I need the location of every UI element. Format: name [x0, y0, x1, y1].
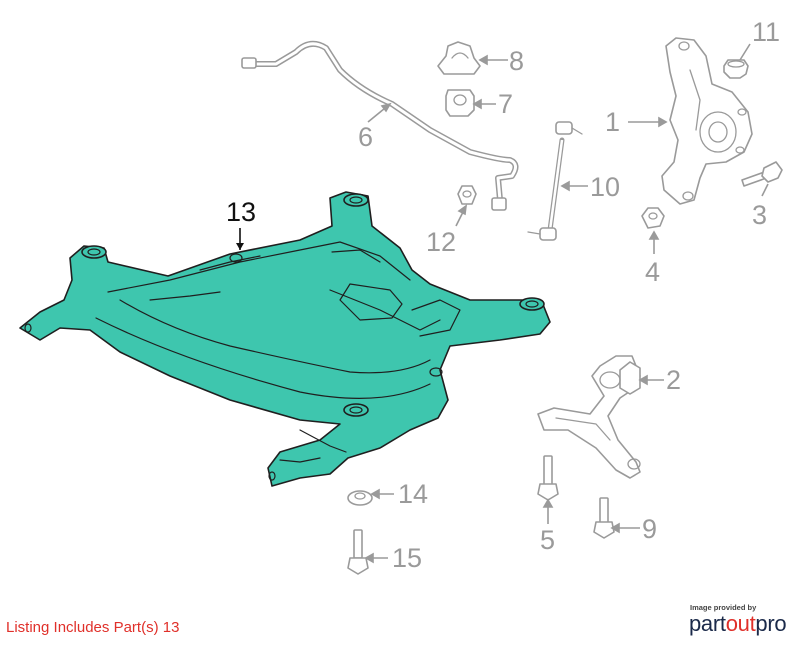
washer-part[interactable]: [347, 490, 373, 506]
image-credit: Image provided by: [690, 603, 757, 612]
listing-note: Listing Includes Part(s) 13: [6, 619, 180, 636]
bushing-part[interactable]: [445, 89, 475, 117]
bolt-9-part[interactable]: [593, 497, 615, 539]
callout-4: 4: [645, 257, 660, 287]
brand-part: part: [689, 611, 726, 636]
leader-11: [739, 43, 751, 61]
callout-7: 7: [498, 89, 513, 119]
partoutpro-logo: partoutpro: [689, 611, 787, 637]
leader-lines: [236, 43, 769, 564]
callout-10: 10: [590, 172, 620, 202]
bolt-3-part[interactable]: [741, 161, 783, 187]
stabilizer-bar-part[interactable]: [241, 40, 519, 211]
callout-5: 5: [540, 525, 555, 555]
nut-4-part[interactable]: [641, 207, 665, 229]
subframe-part[interactable]: [19, 191, 551, 487]
brand-pro: pro: [755, 611, 787, 636]
bolt-15-part[interactable]: [347, 529, 369, 575]
callout-15: 15: [392, 543, 422, 573]
nut-12-part[interactable]: [457, 185, 477, 205]
stabilizer-link-part[interactable]: [527, 121, 583, 241]
callout-1: 1: [605, 107, 620, 137]
callout-14: 14: [398, 479, 428, 509]
bracket-part[interactable]: [437, 41, 481, 75]
steering-knuckle-part[interactable]: [661, 37, 753, 205]
callout-13: 13: [226, 197, 256, 227]
callout-12: 12: [426, 227, 456, 257]
callout-8: 8: [509, 46, 524, 76]
leader-3: [761, 183, 769, 197]
callout-11: 11: [752, 17, 780, 47]
brand-out: out: [725, 611, 756, 636]
callout-2: 2: [666, 365, 681, 395]
callout-labels: 1 2 3 4 5 6 7 8 9 10 11 12 13 14 15: [226, 17, 780, 573]
callout-6: 6: [358, 122, 373, 152]
callout-9: 9: [642, 514, 657, 544]
cap-11-part[interactable]: [723, 59, 749, 79]
bolt-5-part[interactable]: [537, 455, 559, 501]
control-arm-part[interactable]: [537, 355, 641, 479]
callout-3: 3: [752, 200, 767, 230]
